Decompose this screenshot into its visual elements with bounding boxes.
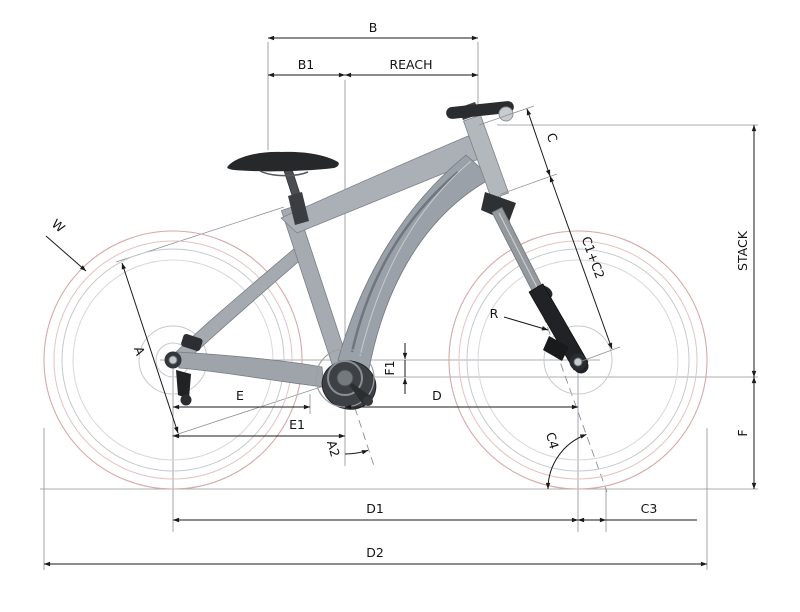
handlebar <box>446 101 514 119</box>
rear-derailleur-pulley <box>180 394 192 406</box>
dim-d-label: D <box>432 388 442 403</box>
dim-c4-arc <box>545 434 587 490</box>
dim-r-label: R <box>490 306 499 321</box>
front-axle-cap <box>573 357 583 367</box>
rear-axle-cap <box>168 355 178 365</box>
dim-a2-arc <box>344 449 369 455</box>
dim-f-label: F <box>735 429 750 436</box>
dim-c: C <box>478 105 561 195</box>
dim-c-ext-bottom <box>500 173 558 195</box>
construction-lines <box>40 42 758 570</box>
dim-w-leader <box>45 235 87 272</box>
dim-a2-label: A2 <box>324 439 343 459</box>
dim-r: R <box>490 306 549 331</box>
dim-a: A <box>121 262 179 434</box>
dim-d: D <box>344 388 579 410</box>
dim-w: W <box>45 216 87 272</box>
dim-d1: D1 <box>172 501 579 523</box>
dim-c-ext-top <box>478 105 535 126</box>
dim-c-line <box>526 108 551 177</box>
dim-stack: STACK <box>735 124 757 378</box>
saddle-rail <box>259 170 309 177</box>
dim-c3: C3 <box>577 501 697 523</box>
seat-post-lower <box>288 192 309 225</box>
dim-f: F <box>735 376 757 490</box>
motor-ring <box>327 360 363 396</box>
dim-e1: E1 <box>172 417 346 439</box>
dim-a-line <box>121 262 179 434</box>
fork-crown <box>481 192 516 222</box>
tire-outer <box>43 230 303 490</box>
dim-f1: F1 <box>382 343 408 394</box>
dim-e: E <box>172 388 311 410</box>
battery-edge <box>350 171 459 353</box>
dim-c4-label: C4 <box>543 430 562 450</box>
dim-r-leader <box>503 316 549 331</box>
dim-c1c2-line <box>549 175 613 350</box>
dimensions: B B1 REACH C C1+C2 STACK F <box>43 20 757 567</box>
dim-c1c2-label: C1+C2 <box>579 234 608 280</box>
dim-e-label: E <box>236 388 244 403</box>
dim-d2: D2 <box>43 545 708 567</box>
dim-b1-label: B1 <box>298 57 315 72</box>
tire-inner <box>53 240 293 480</box>
dim-d2-label: D2 <box>366 545 384 560</box>
saddle <box>227 151 339 172</box>
rim-outer <box>61 248 285 472</box>
dim-c1c2-ext-axle <box>581 346 621 362</box>
rear-brake-caliper <box>181 333 203 351</box>
stanchion-highlight <box>498 212 544 300</box>
head-tube <box>463 114 509 200</box>
ext-seattube-bottom <box>171 379 343 437</box>
dim-c3-label: C3 <box>641 501 658 516</box>
bike-frame <box>164 101 589 410</box>
dim-f1-label: F1 <box>382 360 397 375</box>
dim-stack-label: STACK <box>735 230 750 271</box>
handlebar-clamp <box>498 106 514 122</box>
dim-reach-label: REACH <box>389 57 432 72</box>
crank-cap <box>363 396 373 406</box>
dim-w-label: W <box>49 216 68 235</box>
dim-d1-label: D1 <box>366 501 384 516</box>
bb-center <box>336 369 354 387</box>
dim-reach: REACH <box>344 57 479 78</box>
rear-derailleur <box>176 370 191 399</box>
dim-a2: A2 <box>324 439 369 459</box>
dim-c4: C4 <box>543 430 587 490</box>
dim-e1-label: E1 <box>289 417 305 432</box>
dim-b1: B1 <box>267 57 346 78</box>
dim-c-label: C <box>544 131 561 145</box>
dim-b-label: B <box>369 20 378 35</box>
downtube-highlight <box>359 160 472 357</box>
dim-b: B <box>267 20 479 41</box>
